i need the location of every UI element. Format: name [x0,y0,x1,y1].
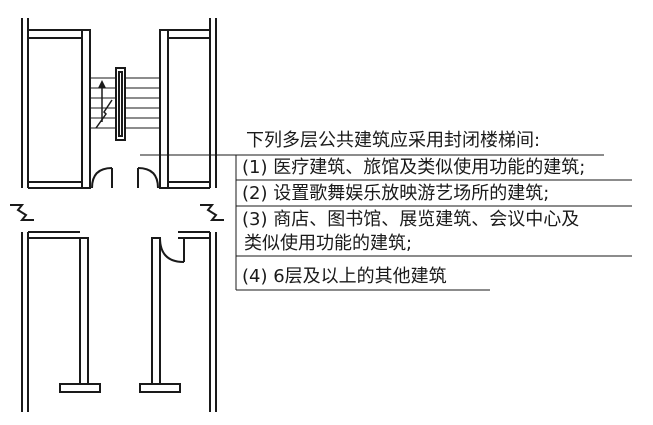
lower-middle-partition [151,237,161,385]
stair-core-inner [118,71,123,137]
stair-door-left-swing [91,167,113,189]
lower-room-door-swing [159,237,185,263]
stair-arrow-icon [98,80,106,88]
stair-break-line [95,99,113,129]
upper-left-room-top-wall [27,29,83,39]
right-break-line [200,204,224,221]
stair-left-wall [81,29,91,189]
leader-lines [140,154,632,291]
upper-right-room-top-wall [167,29,211,39]
item-4-line-1: (4) 6层及以上的其他建筑 [242,266,447,287]
item-3-line-1: (3) 商店、图书馆、展览建筑、会议中心及 [242,209,580,230]
left-break-line [10,204,34,221]
item-1-line-1: (1) 医疗建筑、旅馆及类似使用功能的建筑; [242,157,586,178]
lower-left-partition-base [59,383,101,393]
stair-right-wall [159,29,169,189]
lower-left-partition [79,237,89,385]
lower-middle-partition-base [139,383,181,393]
diagram-title: 下列多层公共建筑应采用封闭楼梯间: [246,130,541,151]
item-2-line-1: (2) 设置歌舞娱乐放映游艺场所的建筑; [242,183,550,204]
stair-treads [90,77,160,129]
item-3-line-2: 类似使用功能的建筑; [244,233,413,254]
stair-door-right-swing [137,167,159,189]
stair-core [115,67,126,141]
